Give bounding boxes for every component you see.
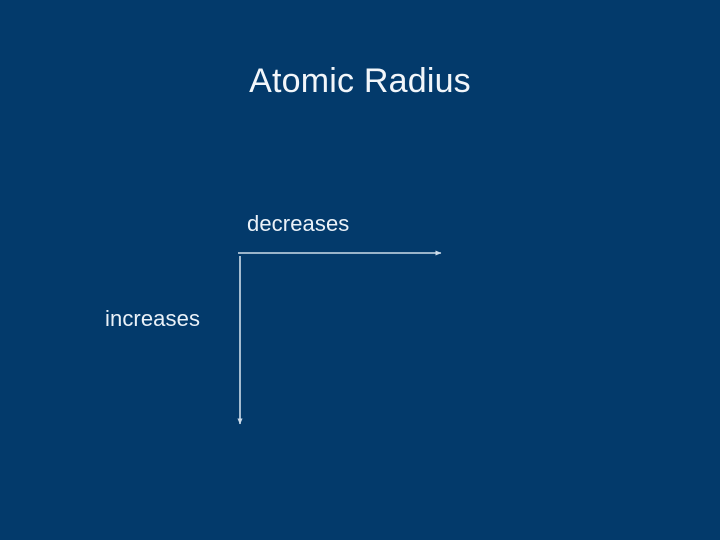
trend-label-horizontal: decreases <box>247 211 350 236</box>
page-title: Atomic Radius <box>249 62 471 100</box>
trend-label-vertical: increases <box>105 306 201 331</box>
